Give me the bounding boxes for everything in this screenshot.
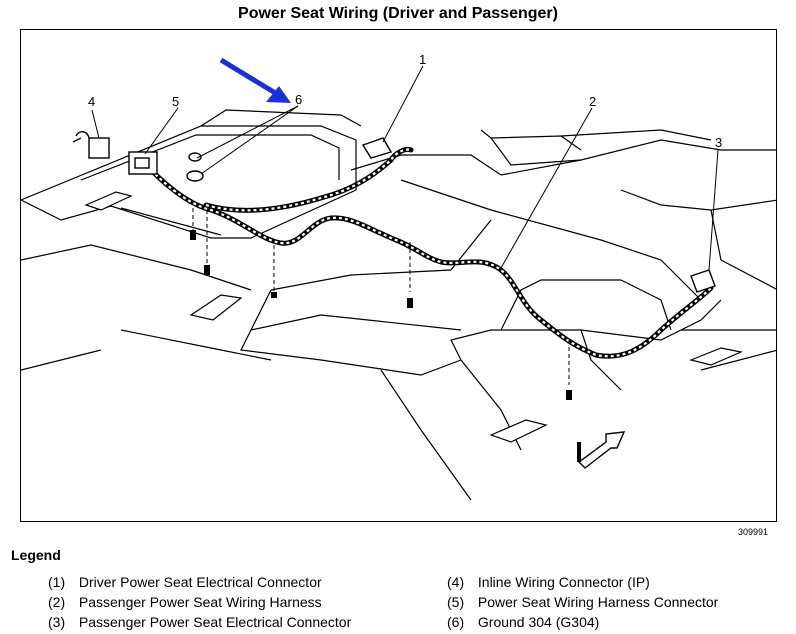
blue-pointer-arrow — [219, 57, 291, 103]
legend-item-number: (5) — [447, 594, 465, 610]
wiring-illustration: 1 2 3 4 5 6 — [20, 29, 777, 522]
callout-3: 3 — [715, 135, 722, 150]
legend-item: (4) Inline Wiring Connector (IP) — [447, 574, 718, 594]
callout-5: 5 — [172, 94, 179, 109]
legend-item-number: (6) — [447, 614, 465, 630]
figure-number: 309991 — [738, 527, 769, 537]
connectors — [72, 131, 716, 293]
legend-column-right: (4) Inline Wiring Connector (IP) (5) Pow… — [447, 574, 718, 634]
legend-item-number: (4) — [447, 574, 465, 590]
callout-1: 1 — [419, 52, 426, 67]
callout-2: 2 — [589, 94, 596, 109]
legend-item-text: Ground 304 (G304) — [477, 614, 600, 630]
legend-item-text: Driver Power Seat Electrical Connector — [78, 574, 322, 590]
driver-seat-connector-1 — [361, 137, 393, 159]
callout-leaders — [91, 65, 719, 271]
ground-point-6 — [186, 152, 204, 182]
callout-6: 6 — [295, 92, 302, 107]
harness-highlight — [150, 148, 712, 358]
fastener-lines — [192, 208, 570, 385]
harness-connector-5 — [128, 151, 158, 175]
mount-pads — [84, 191, 743, 443]
inline-connector-4 — [72, 131, 110, 159]
legend-item-text: Power Seat Wiring Harness Connector — [477, 594, 719, 610]
legend-column-left: (1) Driver Power Seat Electrical Connect… — [48, 574, 351, 634]
legend-item: (5) Power Seat Wiring Harness Connector — [447, 594, 718, 614]
passenger-seat-connector-3 — [690, 269, 716, 293]
legend-item: (2) Passenger Power Seat Wiring Harness — [48, 594, 351, 614]
legend-item-text: Passenger Power Seat Electrical Connecto… — [78, 614, 352, 630]
legend-item-number: (1) — [48, 574, 66, 590]
wiring-harness — [148, 147, 714, 359]
legend-item-text: Passenger Power Seat Wiring Harness — [78, 594, 322, 610]
legend-item: (1) Driver Power Seat Electrical Connect… — [48, 574, 351, 594]
diagram-title: Power Seat Wiring (Driver and Passenger) — [238, 5, 558, 22]
legend-item-text: Inline Wiring Connector (IP) — [477, 574, 650, 590]
floor-pan-outline — [21, 109, 776, 501]
legend-item-number: (2) — [48, 594, 66, 610]
legend-item-number: (3) — [48, 614, 66, 630]
legend-heading: Legend — [11, 547, 61, 563]
legend-item: (6) Ground 304 (G304) — [447, 614, 718, 634]
callout-4: 4 — [88, 94, 95, 109]
fasteners — [190, 230, 572, 400]
legend-item: (3) Passenger Power Seat Electrical Conn… — [48, 614, 351, 634]
forward-arrow-icon — [577, 431, 626, 469]
floor-pan-drawing: 1 2 3 4 5 6 — [21, 52, 776, 501]
